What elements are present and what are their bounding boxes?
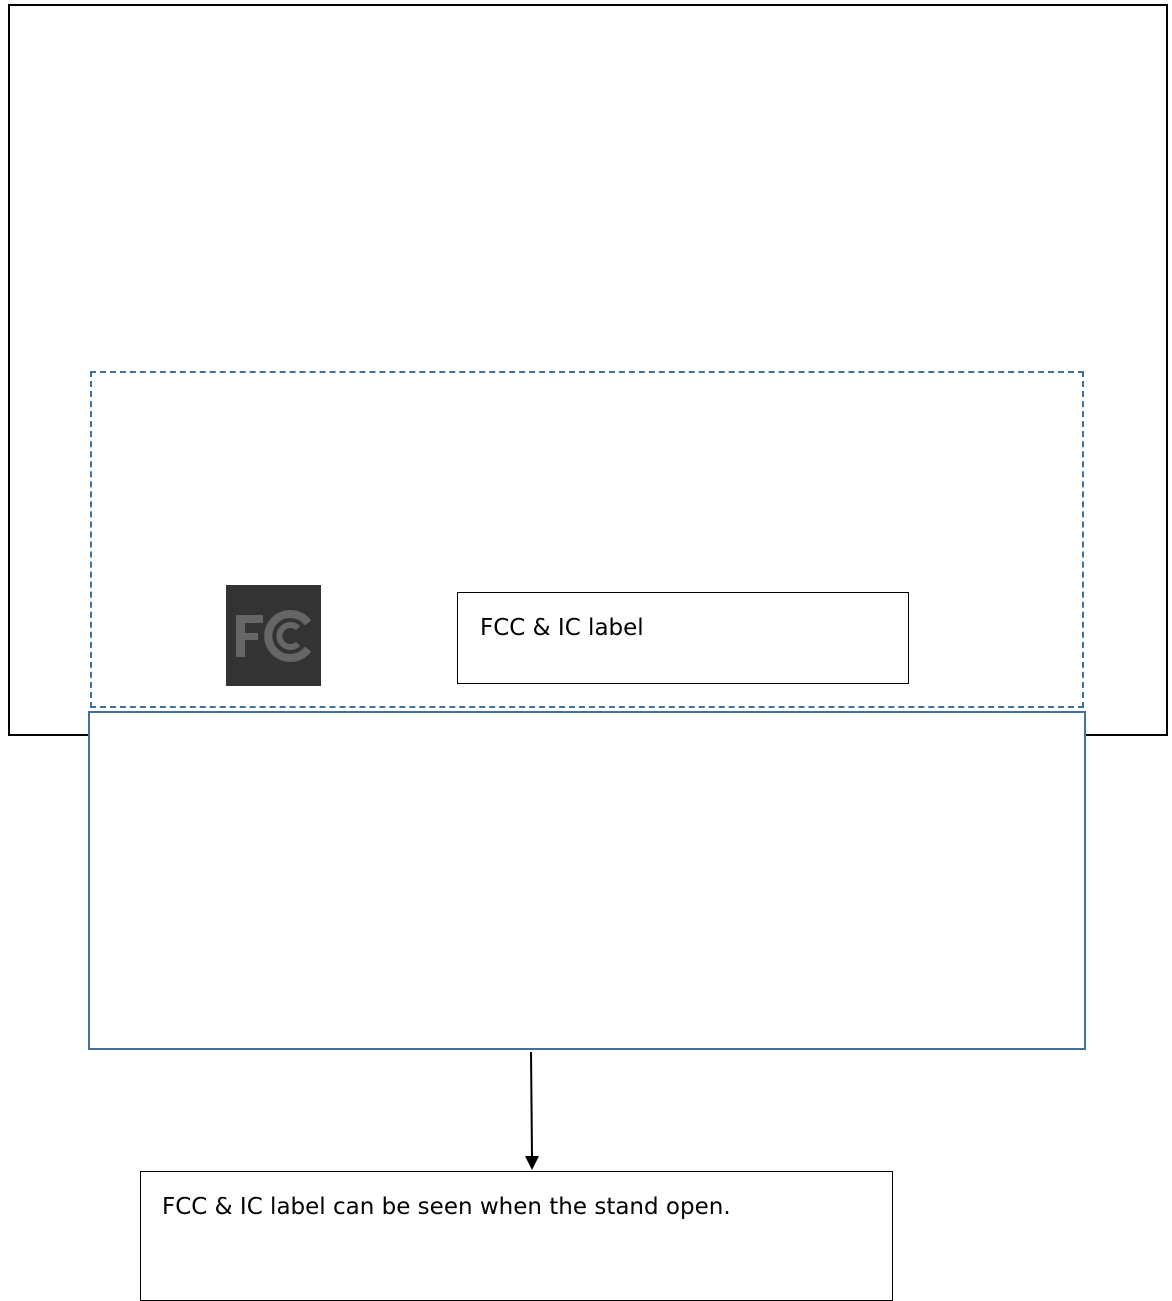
fcc-ic-label-box: FCC & IC label xyxy=(457,592,909,684)
fcc-logo-icon xyxy=(226,585,321,686)
note-box: FCC & IC label can be seen when the stan… xyxy=(140,1171,893,1301)
fcc-logo-graphic xyxy=(226,585,321,686)
stand xyxy=(88,711,1086,1050)
arrow-down-icon xyxy=(520,1052,544,1170)
note-text: FCC & IC label can be seen when the stan… xyxy=(162,1194,731,1220)
fcc-ic-label-text: FCC & IC label xyxy=(480,615,644,641)
